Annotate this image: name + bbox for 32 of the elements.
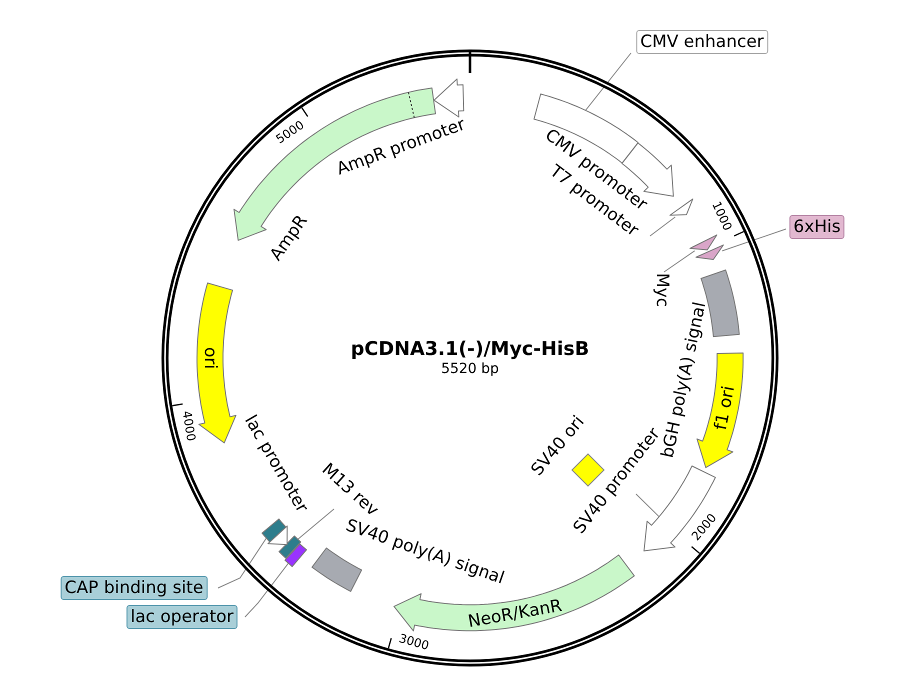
feature-label: ori — [200, 346, 220, 370]
plasmid-name: pCDNA3.1(-)/Myc-HisB — [350, 339, 590, 359]
position-label: 3000 — [398, 630, 431, 652]
feature-tag: CMV enhancer — [636, 30, 768, 54]
feature-tag: 6xHis — [789, 215, 845, 239]
plasmid-feature — [689, 234, 718, 251]
plasmid-feature — [196, 282, 237, 444]
plasmid-feature — [266, 524, 288, 546]
leader-line — [722, 228, 786, 252]
position-label: 4000 — [180, 410, 199, 443]
plasmid-feature — [260, 518, 287, 543]
plasmid-feature — [694, 244, 724, 261]
plasmid-feature — [669, 198, 694, 216]
feature-label: f1 ori — [711, 384, 740, 432]
plasmid-feature — [278, 535, 302, 560]
leader-line — [584, 52, 632, 112]
leader-line — [297, 508, 334, 540]
leader-line — [244, 562, 289, 618]
leader-line — [218, 538, 267, 588]
feature-label: NeoR/KanR — [466, 596, 564, 632]
plasmid-feature — [696, 352, 744, 469]
leader-line — [650, 216, 676, 236]
feature-tag: CAP binding site — [60, 576, 208, 600]
leader-line — [636, 494, 660, 518]
feature-tag: lac operator — [126, 605, 238, 629]
feature-diamond — [571, 453, 605, 487]
plasmid-size: 5520 bp — [441, 360, 499, 379]
plasmid-feature — [284, 542, 308, 568]
plasmid-feature — [432, 78, 465, 118]
feature-label: Myc — [652, 272, 672, 308]
position-label: 1000 — [709, 199, 735, 233]
plasmid-feature — [311, 547, 363, 592]
